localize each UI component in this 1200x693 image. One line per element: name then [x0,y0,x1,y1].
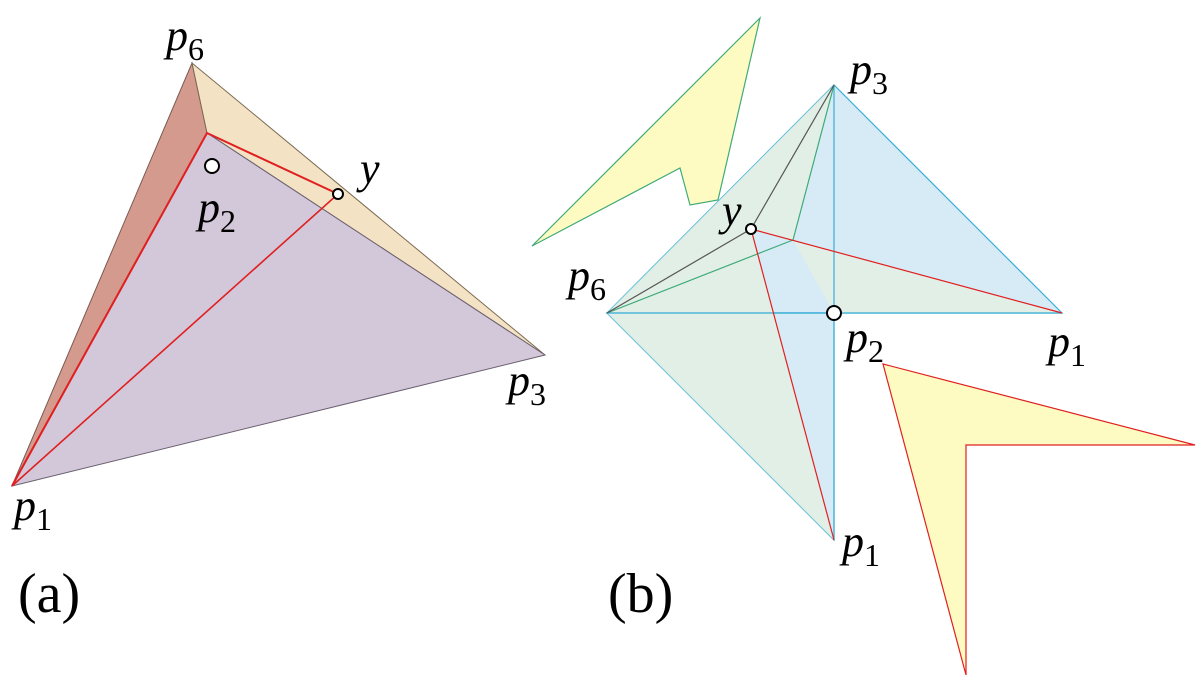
label-b-p1-right: p1 [1045,317,1086,373]
label-a-p2: p2 [195,183,236,239]
point-p2-b [826,305,842,321]
red-edge-y-p1-right [750,228,1063,314]
caption-a: (a) [18,563,80,625]
label-a-p3: p3 [505,356,546,412]
label-a-p6: p6 [163,11,204,67]
panel-b-unfolding: p3 y p6 p2 p1 p1 (b) [531,16,1196,676]
dark-edge-y-p6 [606,228,752,314]
red-edge-y-p1-bottom [750,228,835,541]
point-p2-a [204,158,220,174]
panel-a-tetrahedron: p6 p2 y p3 p1 (a) [11,11,547,625]
cut-line-y-p1 [11,193,339,487]
point-y-b [745,223,757,235]
green-edge-1 [792,84,835,241]
label-b-p1-bottom: p1 [839,517,880,573]
point-y-a [332,188,344,200]
yellow-piece-top [531,16,762,247]
label-b-y: y [718,186,742,235]
label-b-p6: p6 [565,251,606,307]
label-a-p1: p1 [11,481,52,537]
caption-b: (b) [608,563,673,625]
dark-edge-y-p3 [750,84,835,230]
label-b-p2: p2 [843,313,884,369]
green-edge-2 [606,239,794,314]
yellow-piece-bottom [882,363,1196,676]
cut-line-p2-p1 [11,132,208,487]
label-b-p3: p3 [847,45,888,101]
label-a-y: y [356,144,380,193]
